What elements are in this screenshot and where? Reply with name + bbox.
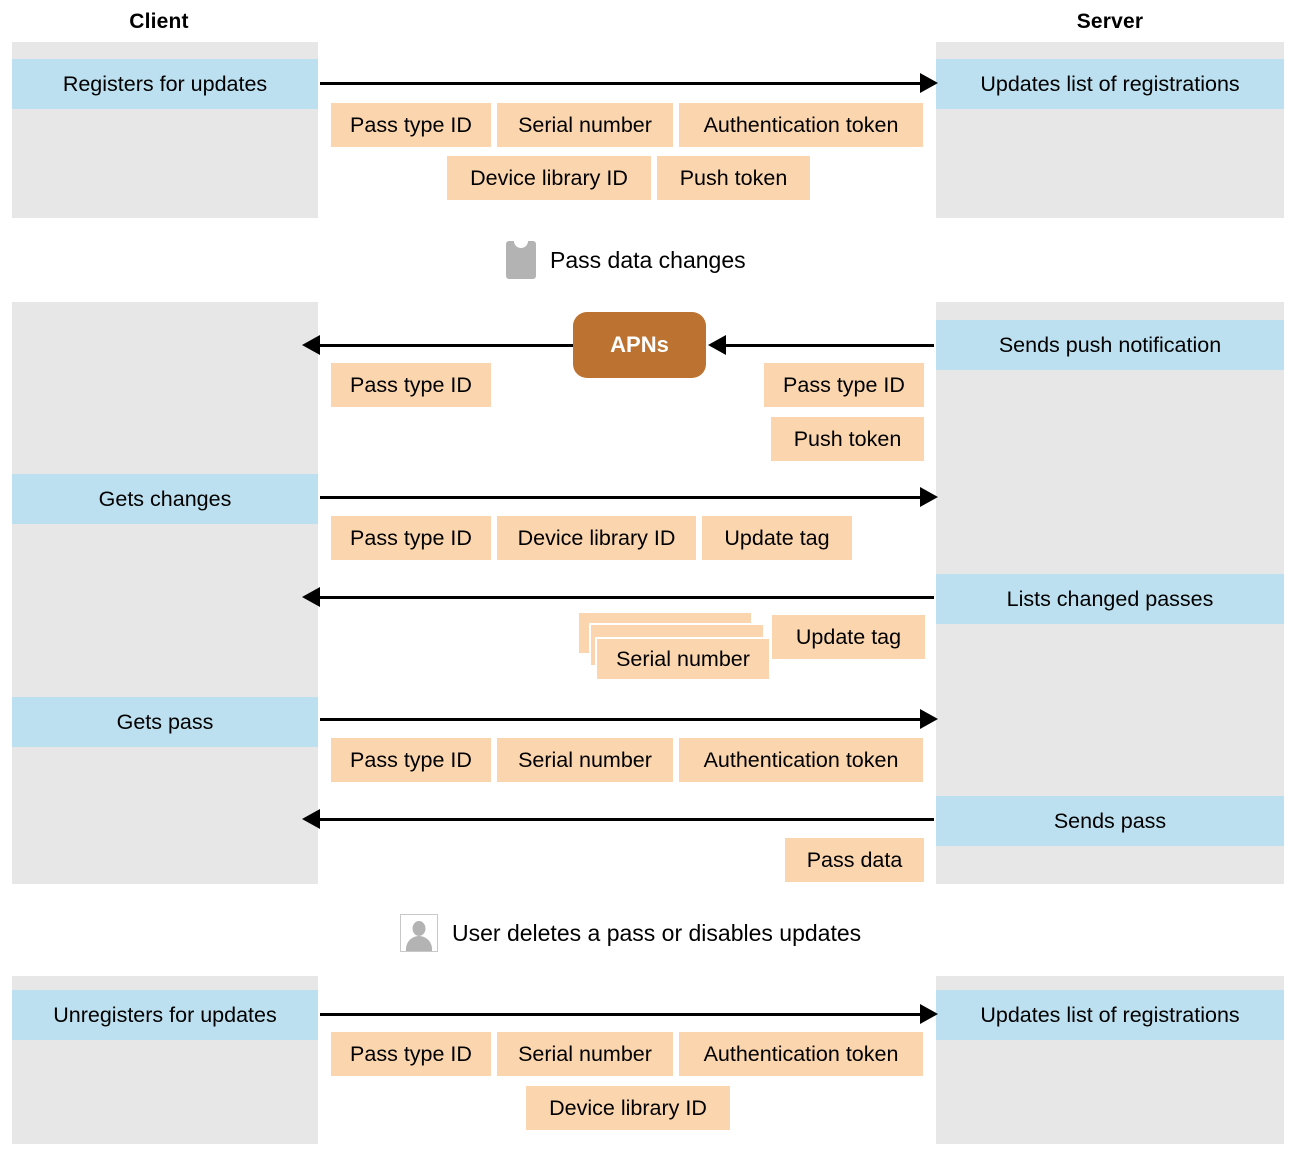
server-action-unregister-updates-list[interactable]: Updates list of registrations	[936, 990, 1284, 1040]
arrow-server-to-apns-head	[708, 335, 726, 355]
arrow-apns-to-client-line	[320, 344, 575, 347]
client-action-gets-pass[interactable]: Gets pass	[12, 697, 318, 747]
chip-get-changes-pass-type-id: Pass type ID	[331, 516, 491, 560]
chip-register-serial-number: Serial number	[497, 103, 673, 147]
client-lane-main	[12, 302, 318, 884]
arrow-get-pass-head	[920, 709, 938, 729]
chip-unregister-device-library-id: Device library ID	[526, 1086, 730, 1130]
arrow-register-head	[920, 73, 938, 93]
user-icon-head	[412, 921, 426, 936]
client-action-registers-for-updates[interactable]: Registers for updates	[12, 59, 318, 109]
arrow-unregister-line	[320, 1013, 934, 1016]
chip-register-pass-type-id: Pass type ID	[331, 103, 491, 147]
arrow-apns-to-client-head	[302, 335, 320, 355]
separator-pass-data-changes: Pass data changes	[506, 241, 746, 279]
server-action-sends-pass[interactable]: Sends pass	[936, 796, 1284, 846]
arrow-lists-changed-line	[320, 596, 934, 599]
client-column-header: Client	[129, 10, 189, 33]
separator-user-deletes-pass-label: User deletes a pass or disables updates	[452, 919, 862, 946]
chip-unregister-pass-type-id: Pass type ID	[331, 1032, 491, 1076]
arrow-lists-changed-head	[302, 587, 320, 607]
chip-register-device-library-id: Device library ID	[447, 156, 651, 200]
chip-get-changes-update-tag: Update tag	[702, 516, 852, 560]
chip-get-pass-serial-number: Serial number	[497, 738, 673, 782]
separator-user-deletes-pass: User deletes a pass or disables updates	[400, 914, 861, 952]
chip-lists-changed-serial-number: Serial number	[595, 637, 771, 681]
user-icon	[400, 914, 438, 952]
chip-sends-pass-pass-data: Pass data	[785, 838, 924, 882]
client-action-unregisters-for-updates[interactable]: Unregisters for updates	[12, 990, 318, 1040]
server-column-header: Server	[1076, 10, 1144, 33]
arrow-sends-pass-line	[320, 818, 934, 821]
server-action-lists-changed-passes[interactable]: Lists changed passes	[936, 574, 1284, 624]
chip-get-changes-device-library-id: Device library ID	[497, 516, 696, 560]
apns-node: APNs	[573, 312, 706, 378]
chip-register-push-token: Push token	[657, 156, 810, 200]
arrow-server-to-apns-line	[726, 344, 934, 347]
chip-push-client-pass-type-id: Pass type ID	[331, 363, 491, 407]
arrow-get-pass-line	[320, 718, 934, 721]
user-icon-body	[406, 936, 432, 951]
chip-push-server-push-token: Push token	[771, 417, 924, 461]
chip-push-server-pass-type-id: Pass type ID	[764, 363, 924, 407]
arrow-get-changes-line	[320, 496, 934, 499]
arrow-get-changes-head	[920, 487, 938, 507]
arrow-sends-pass-head	[302, 809, 320, 829]
chip-register-authentication-token: Authentication token	[679, 103, 923, 147]
server-action-updates-list-of-registrations[interactable]: Updates list of registrations	[936, 59, 1284, 109]
arrow-unregister-head	[920, 1004, 938, 1024]
chip-get-pass-pass-type-id: Pass type ID	[331, 738, 491, 782]
chip-unregister-serial-number: Serial number	[497, 1032, 673, 1076]
pass-icon	[506, 241, 536, 279]
arrow-register-line	[320, 82, 934, 85]
client-action-gets-changes[interactable]: Gets changes	[12, 474, 318, 524]
separator-pass-data-changes-label: Pass data changes	[550, 246, 746, 273]
chip-lists-changed-update-tag: Update tag	[772, 615, 925, 659]
server-action-sends-push-notification[interactable]: Sends push notification	[936, 320, 1284, 370]
chip-unregister-authentication-token: Authentication token	[679, 1032, 923, 1076]
chip-get-pass-authentication-token: Authentication token	[679, 738, 923, 782]
